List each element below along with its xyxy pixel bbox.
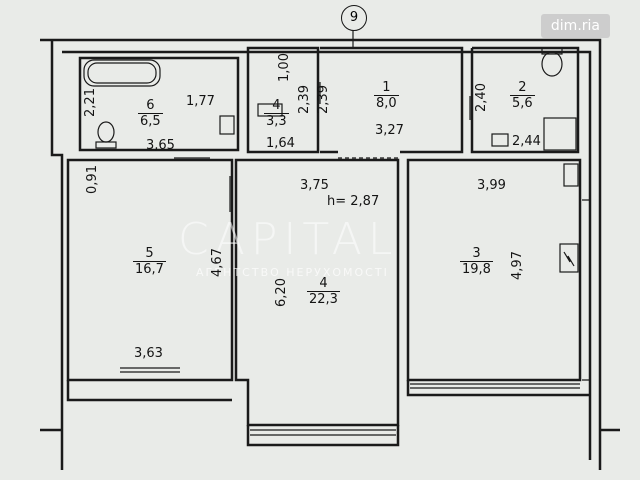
- dim-2-40: 2,40: [473, 83, 489, 112]
- room-area: 8,0: [376, 96, 397, 111]
- dim-1-00: 1,00: [276, 53, 292, 82]
- dim-2-21: 2,21: [82, 88, 98, 117]
- dim-4-97: 4,97: [509, 251, 525, 280]
- room-area: 5,6: [512, 96, 533, 111]
- watermark-badge: dim.ria: [540, 14, 610, 38]
- dim-4-67: 4,67: [209, 248, 225, 277]
- room-area: 6,5: [140, 114, 161, 129]
- room-number: 6: [138, 98, 163, 114]
- room-number: 1: [374, 80, 399, 96]
- dim-3-75: 3,75: [300, 178, 329, 193]
- dim-3-63: 3,63: [134, 346, 163, 361]
- watermark-subtitle: АГЕНТСТВО НЕРУХОМОСТІ: [196, 266, 389, 279]
- room-area: 16,7: [135, 262, 164, 277]
- dim-3-99: 3,99: [477, 178, 506, 193]
- dim-1-77: 1,77: [186, 94, 215, 109]
- dim-3-65: 3,65: [146, 138, 175, 153]
- room-number: 4: [307, 276, 340, 292]
- room-number: 4: [264, 98, 289, 114]
- dim-2-44: 2,44: [512, 134, 541, 149]
- room-number: 2: [510, 80, 535, 96]
- dim-6-20: 6,20: [273, 278, 289, 307]
- room-number: 5: [133, 246, 166, 262]
- dim-3-27: 3,27: [375, 123, 404, 138]
- room-area: 22,3: [309, 292, 338, 307]
- room-area: 19,8: [462, 262, 491, 277]
- watermark-brand: CAPITAL: [178, 214, 399, 265]
- dim-2-39-left: 2,39: [296, 85, 312, 114]
- dim-2-39-right: 2,39: [315, 85, 331, 114]
- room-area: 3,3: [266, 114, 287, 129]
- axis-marker: 9: [341, 5, 367, 31]
- dim-0-91: 0,91: [84, 165, 100, 194]
- dim-1-64: 1,64: [266, 136, 295, 151]
- ceiling-height: h= 2,87: [327, 194, 380, 209]
- room-number: 3: [460, 246, 493, 262]
